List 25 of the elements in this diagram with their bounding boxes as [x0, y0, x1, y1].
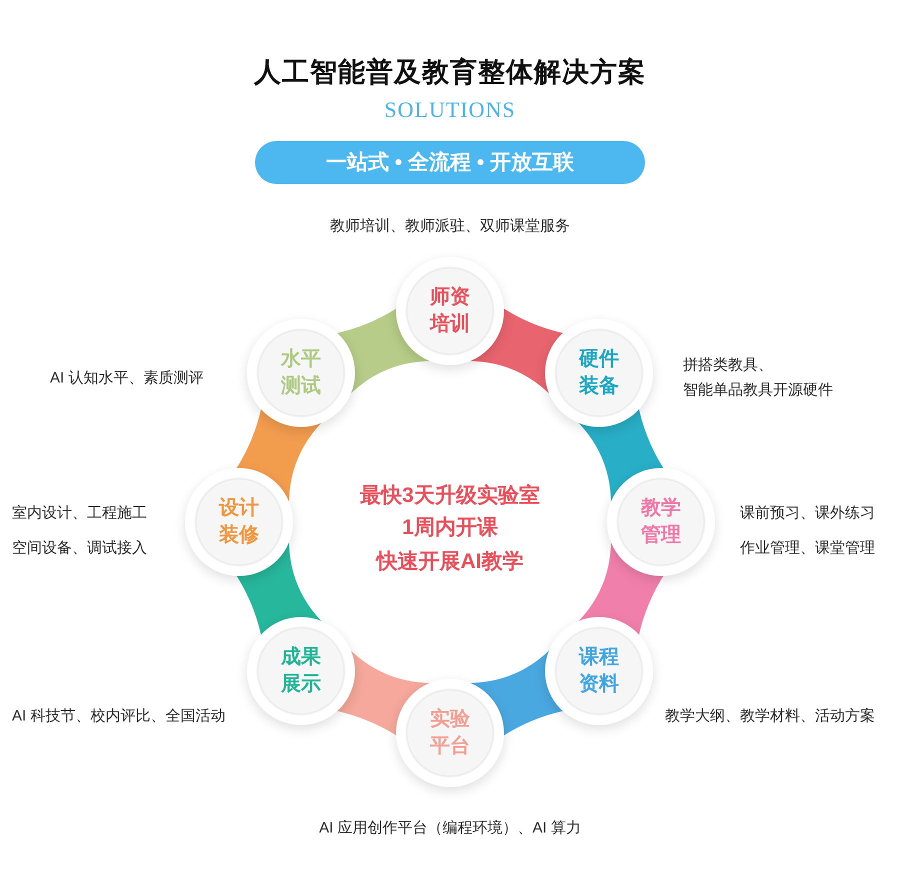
topic-label: 教学管理 [640, 496, 682, 548]
topic-label: 设计装修 [218, 496, 260, 548]
description-text: AI 应用创作平台（编程环境）、AI 算力 [319, 818, 581, 838]
topic-label: 成果展示 [280, 645, 322, 698]
title: 人工智能普及教育整体解决方案 [254, 56, 646, 89]
description-text: 空间设备、调试接入 [12, 538, 147, 558]
headline-text: 最快3天升级实验室 [360, 482, 540, 509]
description-text: AI 科技节、校内评比、全国活动 [12, 706, 226, 726]
description-text: AI 认知水平、素质测评 [50, 368, 204, 388]
headline-text: 1周内开课 [402, 515, 498, 541]
topic-label: 硬件装备 [578, 346, 620, 399]
subtitle: SOLUTIONS [384, 97, 516, 123]
headline-text: 快速开展AI教学 [376, 549, 524, 575]
topic-label: 实验平台 [429, 706, 471, 759]
description-text: 课前预习、课外练习 [740, 504, 875, 522]
description-text: 拼搭类教具、 [683, 356, 773, 374]
topic-label: 课程资料 [578, 645, 620, 698]
description-text: 教师培训、教师派驻、双师课堂服务 [330, 216, 570, 236]
tagline-banner: 一站式 • 全流程 • 开放互联 [255, 140, 645, 184]
description-text: 室内设计、工程施工 [12, 504, 147, 522]
topic-label: 师资培训 [428, 285, 471, 337]
description-text: 智能单品教具开源硬件 [683, 380, 833, 400]
description-text: 作业管理、课堂管理 [740, 538, 875, 558]
topic-label: 水平测试 [280, 346, 322, 399]
description-text: 教学大纲、教学材料、活动方案 [665, 706, 875, 726]
